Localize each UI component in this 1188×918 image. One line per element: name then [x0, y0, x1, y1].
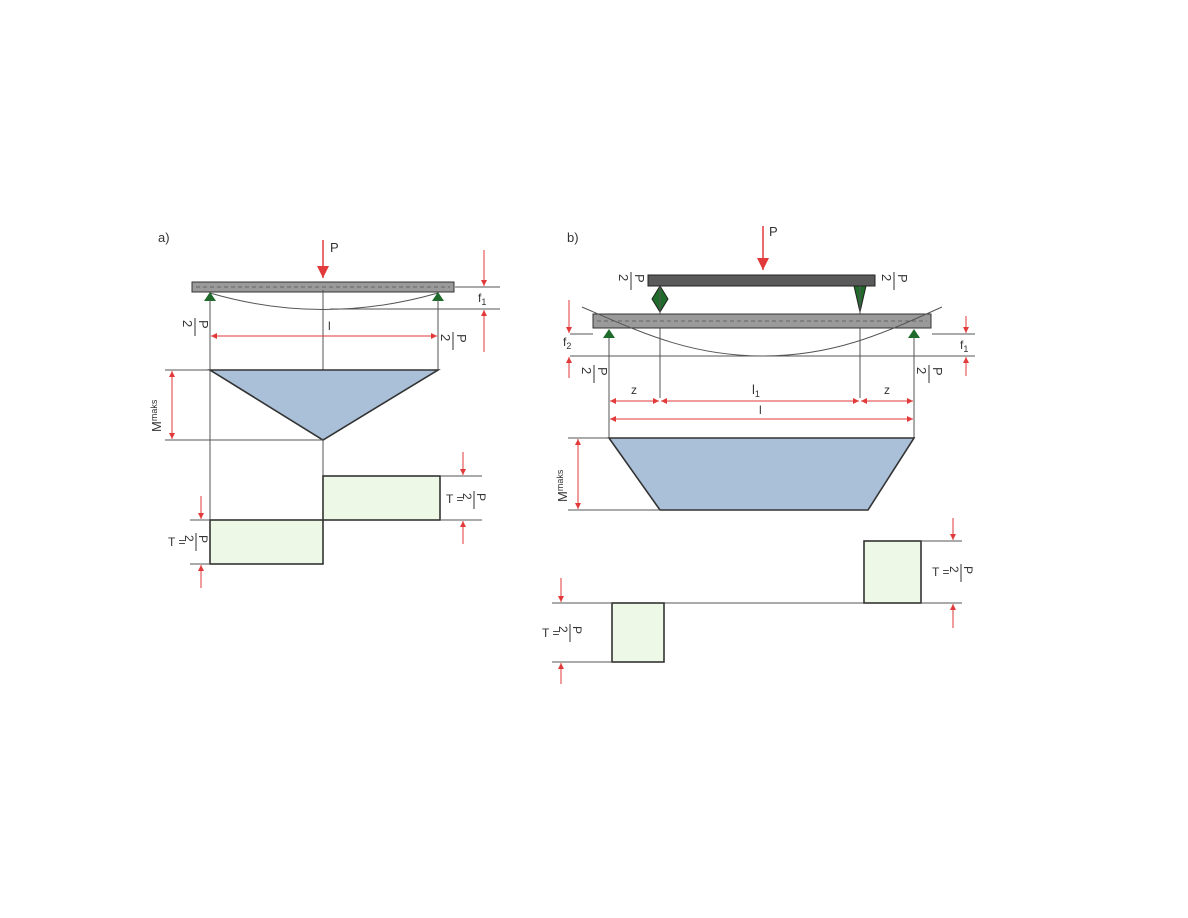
load-fraction-left: P 2 — [616, 272, 647, 290]
inner-span-label: l1 — [752, 382, 760, 399]
svg-text:T =: T = — [542, 626, 559, 640]
span-label: l — [328, 319, 331, 333]
svg-text:2: 2 — [579, 367, 594, 374]
svg-text:2: 2 — [616, 274, 631, 281]
shear-block-left — [611, 602, 665, 663]
svg-text:P: P — [570, 626, 584, 634]
reaction-left: P 2 — [180, 318, 211, 336]
svg-text:2: 2 — [460, 493, 474, 500]
svg-text:2: 2 — [180, 320, 195, 327]
svg-text:P: P — [895, 274, 910, 283]
support-right — [432, 292, 444, 301]
upper-beam — [647, 274, 876, 287]
svg-text:T =: T = — [168, 535, 185, 549]
shear-left-label: T = P 2 — [542, 624, 584, 642]
shear-right-label: T = P 2 — [932, 564, 975, 582]
deflection-curve — [209, 292, 439, 310]
panel-b: b) P f1 f2 P 2 — [542, 224, 975, 684]
reaction-right: P 2 — [914, 365, 945, 383]
reaction-left: P 2 — [579, 365, 610, 383]
svg-text:P: P — [454, 334, 469, 343]
overhang-left-label: z — [631, 383, 637, 397]
svg-text:P: P — [595, 367, 610, 376]
shear-block-right — [322, 475, 441, 521]
shear-left-label: T = P 2 — [168, 533, 210, 551]
svg-text:2: 2 — [947, 566, 961, 573]
shear-block-right — [863, 540, 922, 604]
svg-text:P: P — [961, 566, 975, 574]
span-label: l — [759, 403, 762, 417]
svg-text:P: P — [196, 320, 211, 329]
panel-b-label: b) — [567, 230, 579, 245]
svg-text:2: 2 — [879, 274, 894, 281]
shear-block-left — [209, 519, 324, 565]
panel-a-label: a) — [158, 230, 170, 245]
svg-text:P: P — [474, 493, 488, 501]
svg-text:2: 2 — [438, 334, 453, 341]
moment-diagram — [607, 437, 916, 511]
svg-text:2: 2 — [182, 535, 196, 542]
load-label: P — [769, 224, 778, 239]
moment-label: Mmaks — [555, 469, 570, 502]
svg-text:P: P — [930, 367, 945, 376]
overhang-right-label: z — [884, 383, 890, 397]
svg-text:P: P — [196, 535, 210, 543]
reaction-right: P 2 — [438, 332, 469, 350]
f2-label: f2 — [563, 335, 571, 351]
svg-text:T =: T = — [446, 492, 463, 506]
svg-text:2: 2 — [556, 626, 570, 633]
svg-text:T =: T = — [932, 565, 949, 579]
load-label: P — [330, 240, 339, 255]
support-left — [204, 292, 216, 301]
moment-label: Mmaks — [149, 399, 164, 432]
load-fraction-right: P 2 — [879, 272, 910, 290]
svg-text:2: 2 — [914, 367, 929, 374]
support-left — [603, 329, 615, 338]
shear-right-label: T = P 2 — [446, 491, 488, 509]
panel-a: a) P f1 l P 2 P 2 — [149, 230, 500, 588]
support-right — [908, 329, 920, 338]
f1-label: f1 — [960, 338, 968, 354]
f1-label: f1 — [478, 291, 486, 307]
svg-text:P: P — [632, 274, 647, 283]
moment-diagram — [207, 369, 441, 441]
